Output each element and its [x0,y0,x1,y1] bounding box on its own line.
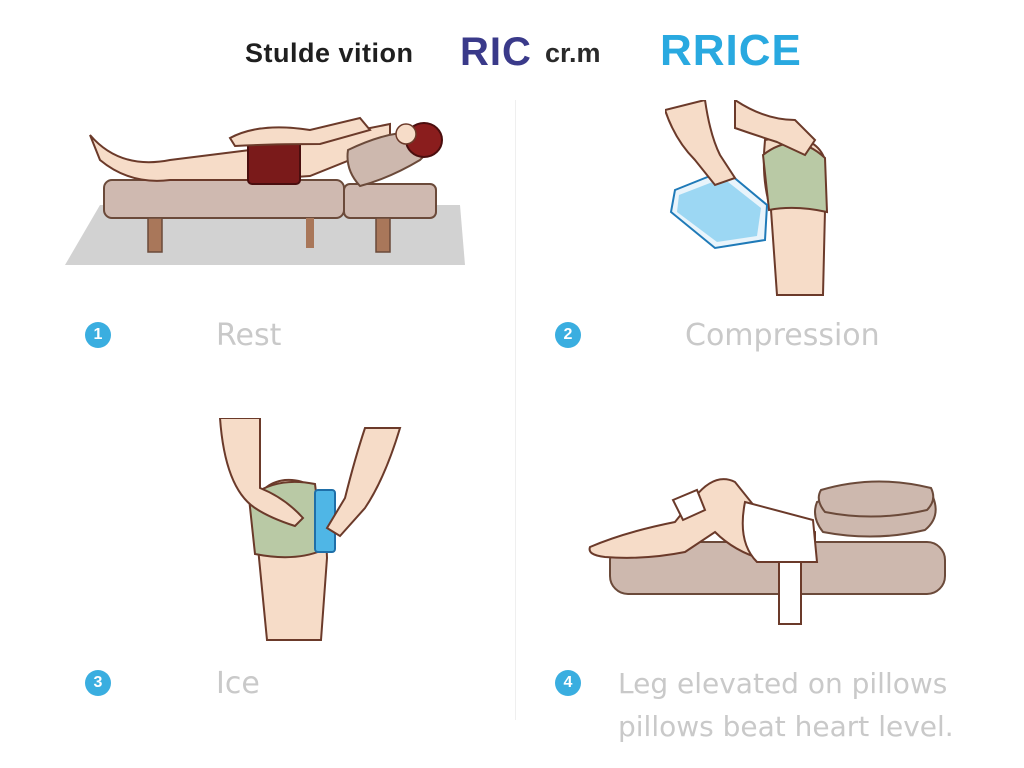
title-ric: RIC [460,30,532,74]
step-label-elevation-line1: Leg elevated on pillows [618,667,948,700]
ice-illustration [215,418,405,643]
step-label-rest: Rest [216,318,282,353]
vertical-divider [515,100,516,720]
step-number-3: 3 [85,670,111,696]
step-label-ice: Ice [216,666,260,701]
step-label-elevation-line2: pillows beat heart level. [618,710,954,743]
step-number-4: 4 [555,670,581,696]
rest-illustration [60,100,480,275]
step-label-compression: Compression [685,318,880,353]
rice-logo: RRICE [660,26,802,75]
compression-illustration [665,100,845,300]
title-main: Stulde vition [245,38,414,68]
step-number-2: 2 [555,322,581,348]
header: Stulde vition RIC cr.m RRICE [0,22,1024,78]
step-number-1: 1 [85,322,111,348]
elevation-illustration [585,462,950,627]
title-crm: cr.m [545,38,601,68]
